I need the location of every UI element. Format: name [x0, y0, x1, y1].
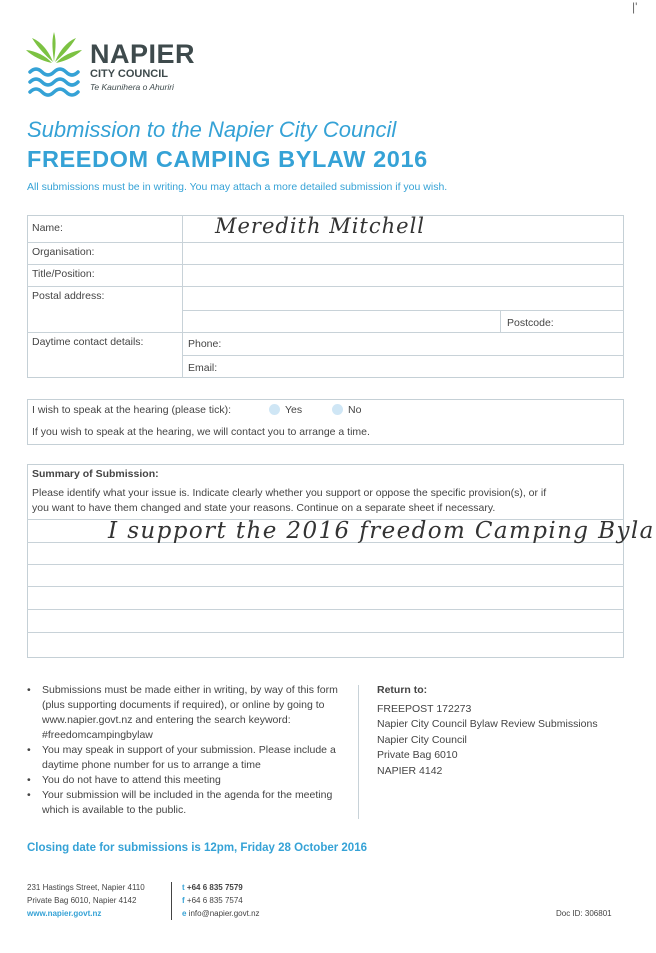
name-field[interactable]: Meredith Mitchell — [215, 214, 425, 238]
postcode-label: Postcode: — [507, 317, 554, 329]
return-divider — [358, 685, 359, 819]
hearing-note: If you wish to speak at the hearing, we … — [32, 426, 370, 438]
footer-address-line: 231 Hastings Street, Napier 4110 — [27, 883, 145, 892]
summary-instructions-2: you want to have them changed and state … — [32, 502, 496, 514]
details-box — [27, 215, 624, 378]
logo-name: NAPIER — [90, 39, 196, 69]
logo-subtitle: CITY COUNCIL — [90, 68, 169, 80]
form-title: Submission to the Napier City Council — [27, 117, 397, 142]
bullet-item: You do not have to attend this meeting — [27, 773, 345, 788]
return-line: Napier City Council Bylaw Review Submiss… — [377, 718, 598, 730]
email-label: Email: — [188, 362, 218, 374]
return-line: FREEPOST 172273 — [377, 702, 472, 715]
phone-prefix: t — [182, 883, 185, 892]
bullet-item: Submissions must be made either in writi… — [27, 683, 345, 743]
napier-logo: NAPIER CITY COUNCIL Te Kaunihera o Ahuri… — [24, 26, 224, 98]
phone-label: Phone: — [188, 338, 222, 350]
name-label: Name: — [32, 222, 63, 234]
doc-id: Doc ID: 306801 — [556, 909, 612, 918]
fax-prefix: f — [182, 896, 185, 905]
postal-address-label: Postal address: — [32, 290, 105, 302]
footer-contact: t +64 6 835 7579 f +64 6 835 7574 e info… — [182, 881, 260, 920]
logo-maori-name: Te Kaunihera o Ahuriri — [90, 82, 174, 92]
footer-address: 231 Hastings Street, Napier 4110 Private… — [27, 881, 145, 920]
bullet-item: You may speak in support of your submiss… — [27, 743, 345, 773]
hearing-box — [27, 399, 624, 445]
no-label: No — [348, 404, 362, 416]
email-prefix: e — [182, 909, 187, 918]
return-line: Private Bag 6010 — [377, 749, 458, 761]
summary-instructions-1: Please identify what your issue is. Indi… — [32, 487, 547, 499]
yes-radio[interactable] — [269, 404, 280, 415]
summary-field[interactable]: I support the 2016 freedom Camping Byla — [108, 518, 655, 544]
footer-divider — [171, 882, 172, 920]
bullet-item: Your submission will be included in the … — [27, 788, 345, 818]
no-radio[interactable] — [332, 404, 343, 415]
yes-label: Yes — [285, 404, 303, 416]
organisation-label: Organisation: — [32, 246, 95, 258]
closing-date: Closing date for submissions is 12pm, Fr… — [27, 842, 367, 854]
footer-website-link[interactable]: www.napier.govt.nz — [27, 909, 102, 918]
logo-text: NAPIER CITY COUNCIL Te Kaunihera o Ahuri… — [90, 40, 195, 93]
footer-address-line: Private Bag 6010, Napier 4142 — [27, 896, 137, 905]
return-heading: Return to: — [377, 684, 428, 696]
footer-fax: +64 6 835 7574 — [186, 896, 243, 905]
return-line: Napier City Council — [377, 733, 467, 746]
footer-email-link[interactable]: info@napier.govt.nz — [188, 909, 260, 918]
info-bullet-list: Submissions must be made either in writi… — [27, 683, 345, 818]
corner-mark: |' — [632, 0, 638, 14]
hearing-question: I wish to speak at the hearing (please t… — [32, 404, 232, 416]
title-position-label: Title/Position: — [32, 268, 95, 280]
napier-leaf-wave-icon — [26, 32, 82, 97]
summary-box — [27, 464, 624, 658]
return-line: NAPIER 4142 — [377, 764, 443, 777]
intro-text: All submissions must be in writing. You … — [27, 181, 448, 193]
form-subtitle: FREEDOM CAMPING BYLAW 2016 — [27, 146, 428, 172]
contact-details-label: Daytime contact details: — [32, 336, 144, 348]
summary-heading: Summary of Submission: — [32, 468, 159, 480]
return-address: Return to: FREEPOST 172273 Napier City C… — [377, 683, 598, 779]
footer-phone: +64 6 835 7579 — [186, 883, 243, 892]
